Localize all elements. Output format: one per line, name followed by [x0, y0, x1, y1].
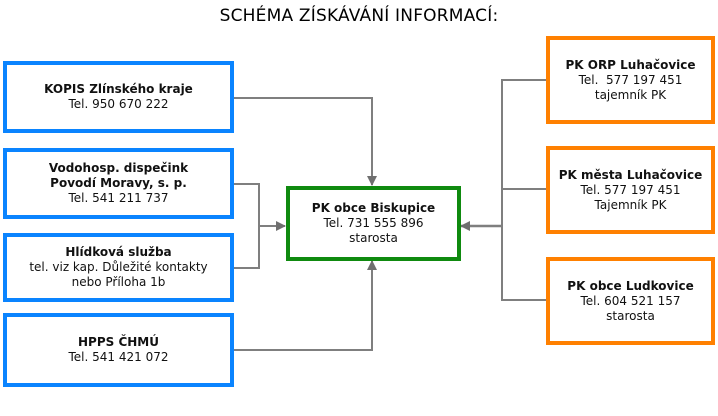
connector-kopis: [233, 97, 377, 186]
source-box-kopis: KOPIS Zlínského kraje Tel. 950 670 222: [3, 61, 234, 133]
center-phone: Tel. 731 555 896: [323, 216, 424, 230]
source-name-line2: Povodí Moravy, s. p.: [50, 176, 187, 190]
peer-role: tajemník PK: [594, 87, 667, 102]
peer-phone: Tel. 604 521 157: [580, 293, 681, 308]
peer-name: PK ORP Luhačovice: [565, 57, 696, 72]
peer-box-ludkovice: PK obce Ludkovice Tel. 604 521 157 staro…: [546, 257, 715, 345]
peer-box-orp-luhacovice: PK ORP Luhačovice Tel. 577 197 451 tajem…: [546, 36, 715, 124]
source-phone: Tel. 950 670 222: [68, 97, 169, 111]
peer-name: PK města Luhačovice: [558, 167, 703, 182]
source-name: KOPIS Zlínského kraje: [44, 82, 193, 96]
source-box-vodohosp: Vodohosp. dispečink Povodí Moravy, s. p.…: [3, 148, 234, 219]
source-box-hlidkova: Hlídková služba tel. viz kap. Důležité k…: [3, 233, 234, 302]
peer-role: Tajemník PK: [594, 197, 667, 212]
diagram-title: SCHÉMA ZÍSKÁVÁNÍ INFORMACÍ:: [219, 6, 499, 26]
peer-role: starosta: [606, 308, 655, 323]
connector-hpps: [233, 260, 377, 351]
source-phone: Tel. 541 421 072: [68, 350, 169, 364]
source-name: HPPS ČHMÚ: [78, 335, 159, 349]
source-name: Vodohosp. dispečink: [48, 161, 189, 175]
connector-vodohosp: [233, 183, 260, 269]
source-contact: tel. viz kap. Důležité kontakty: [29, 260, 208, 274]
source-contact-line2: nebo Příloha 1b: [71, 275, 166, 289]
source-phone: Tel. 541 211 737: [68, 191, 169, 205]
source-box-hpps: HPPS ČHMÚ Tel. 541 421 072: [3, 313, 234, 387]
peer-phone: Tel. 577 197 451: [580, 182, 681, 197]
center-box-biskupice: PK obce Biskupice Tel. 731 555 896 staro…: [286, 186, 461, 261]
peer-phone: Tel. 577 197 451: [578, 72, 683, 87]
peer-box-mesta-luhacovice: PK města Luhačovice Tel. 577 197 451 Taj…: [546, 146, 715, 234]
center-name: PK obce Biskupice: [311, 201, 436, 215]
peer-name: PK obce Ludkovice: [567, 278, 694, 293]
center-role: starosta: [349, 231, 398, 245]
source-name: Hlídková služba: [65, 245, 172, 259]
